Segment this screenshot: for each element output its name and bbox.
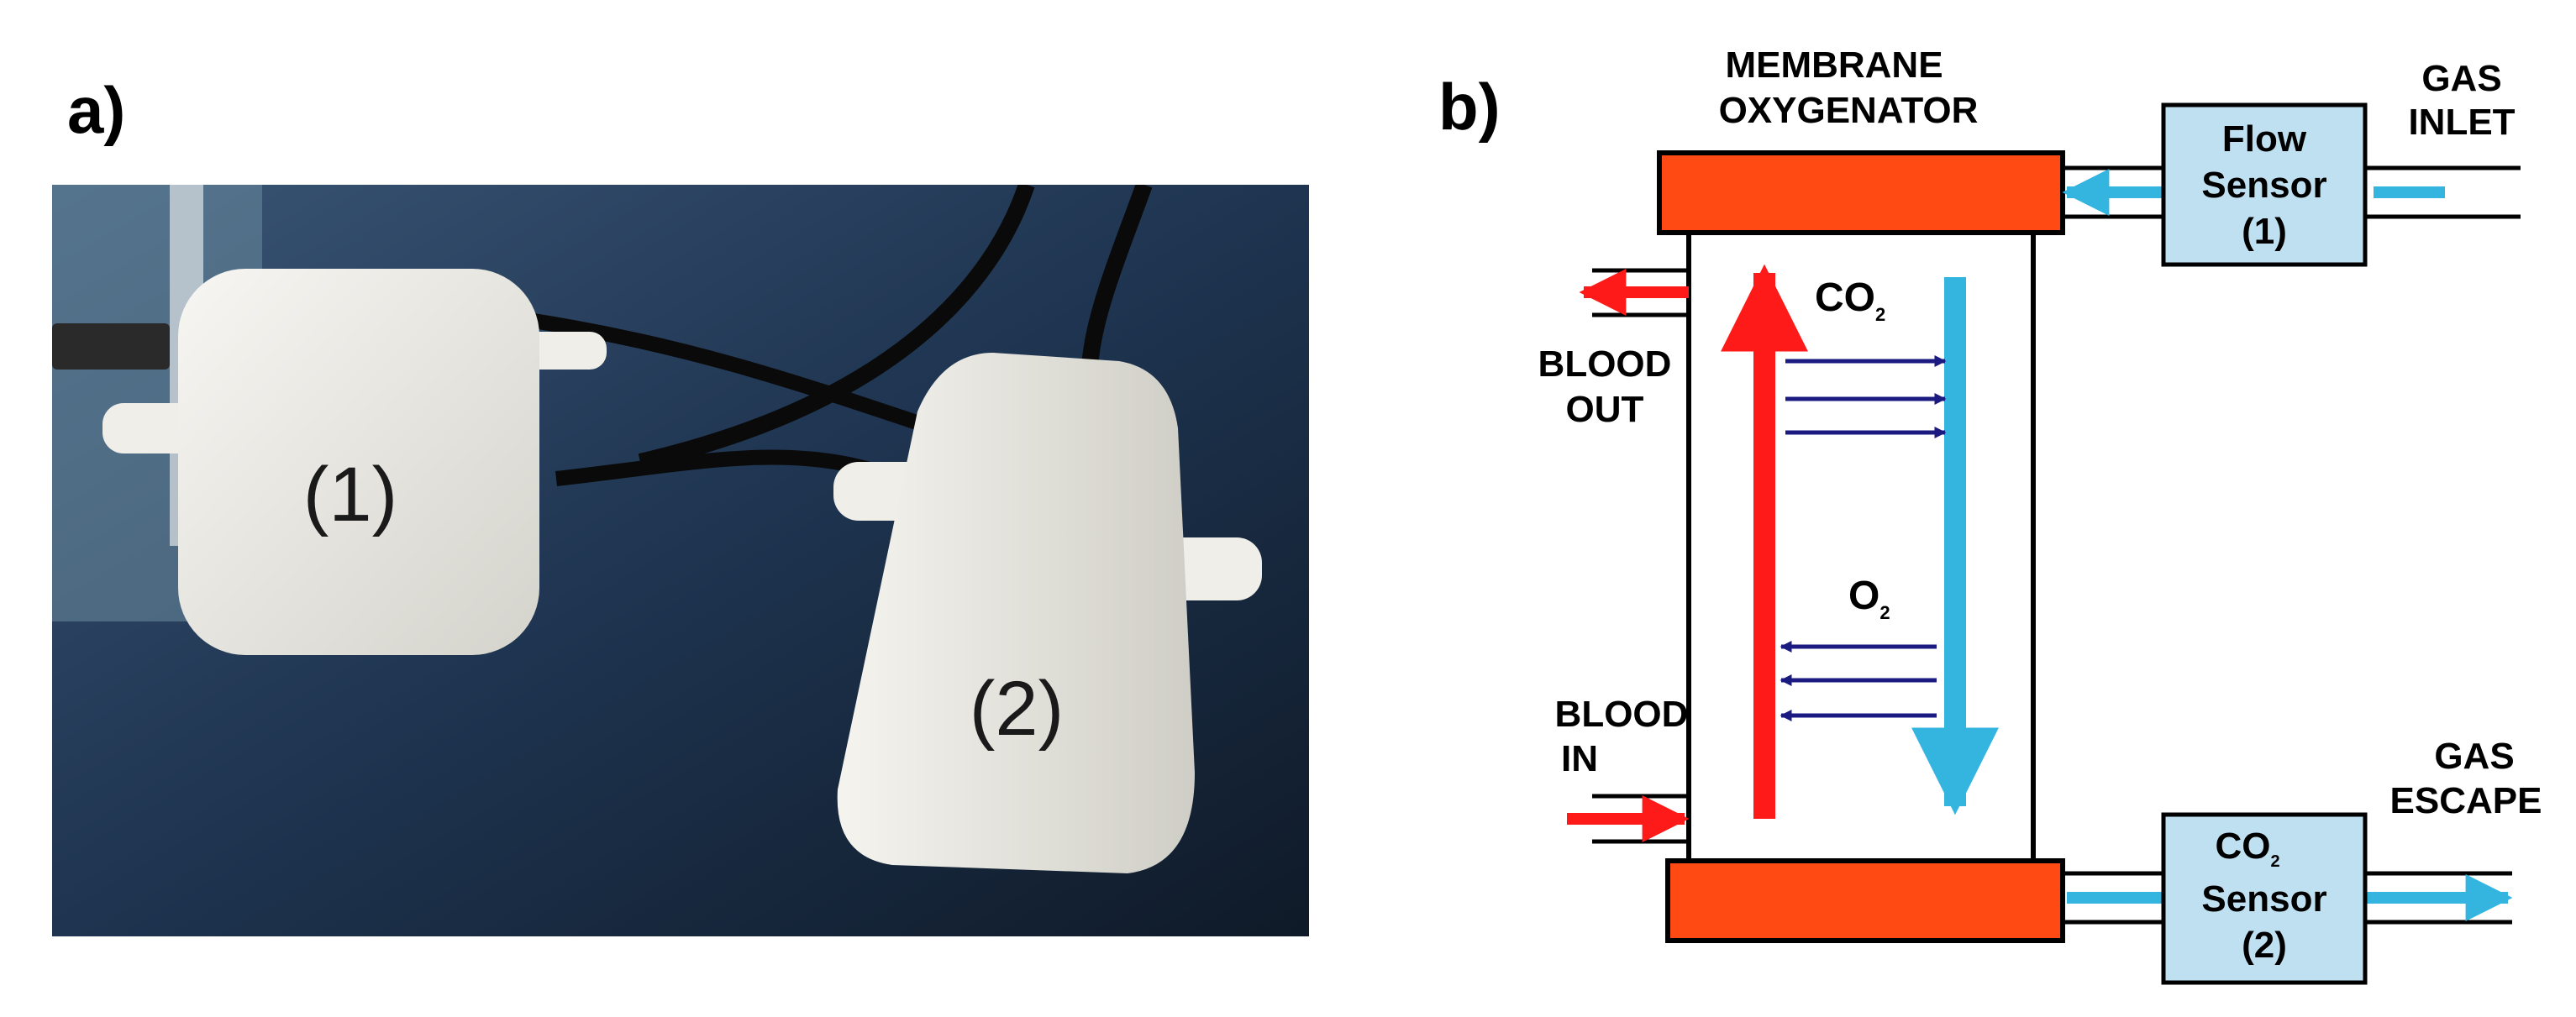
flow-sensor-label-line1: Flow (2222, 118, 2307, 160)
blood-out-label-line1: BLOOD (1538, 343, 1672, 385)
co2-label: CO2 (1815, 275, 1885, 325)
oxygenator-title-line2: OXYGENATOR (1719, 90, 1979, 131)
device-1-nozzle (523, 332, 607, 370)
panel-a-label: a) (67, 73, 126, 147)
blood-in-label-line1: BLOOD (1555, 694, 1689, 735)
device-1-body (178, 269, 539, 655)
gas-escape-label-line2: ESCAPE (2390, 780, 2542, 821)
connector-port (52, 323, 170, 370)
co2-sensor-label-line3: (2) (2242, 925, 2287, 966)
oxygenator-bottom-cap (1665, 858, 2065, 943)
gas-inlet-label-line2: INLET (2408, 102, 2515, 143)
flow-sensor-box (2161, 102, 2368, 267)
co2-sensor-box (2161, 812, 2368, 985)
oxygenator-top-cap (1657, 150, 2065, 235)
co2-sensor-label-line1: CO2 (2215, 826, 2279, 871)
device-2-label: (2) (970, 666, 1064, 752)
panel-b-label: b) (1438, 70, 1501, 144)
flow-sensor-label-line3: (1) (2242, 211, 2287, 252)
device-2-body (837, 353, 1195, 873)
co2-sensor-label-line2: Sensor (2201, 878, 2326, 920)
gas-inlet-label-line1: GAS (2421, 58, 2501, 99)
cable (521, 312, 962, 444)
blood-out-label-line2: OUT (1566, 389, 1644, 430)
device-1-label: (1) (303, 452, 397, 537)
flow-sensor-label-line2: Sensor (2201, 165, 2326, 206)
oxygenator-title-line1: MEMBRANE (1725, 45, 1943, 86)
blood-in-label-line2: IN (1561, 738, 1598, 779)
o2-label: O2 (1848, 574, 1890, 623)
sensor-devices-photo: (1) (2) (52, 185, 1309, 936)
oxygenator-chamber (1686, 224, 2036, 868)
gas-escape-label-line1: GAS (2434, 736, 2514, 777)
cable (638, 185, 1035, 470)
